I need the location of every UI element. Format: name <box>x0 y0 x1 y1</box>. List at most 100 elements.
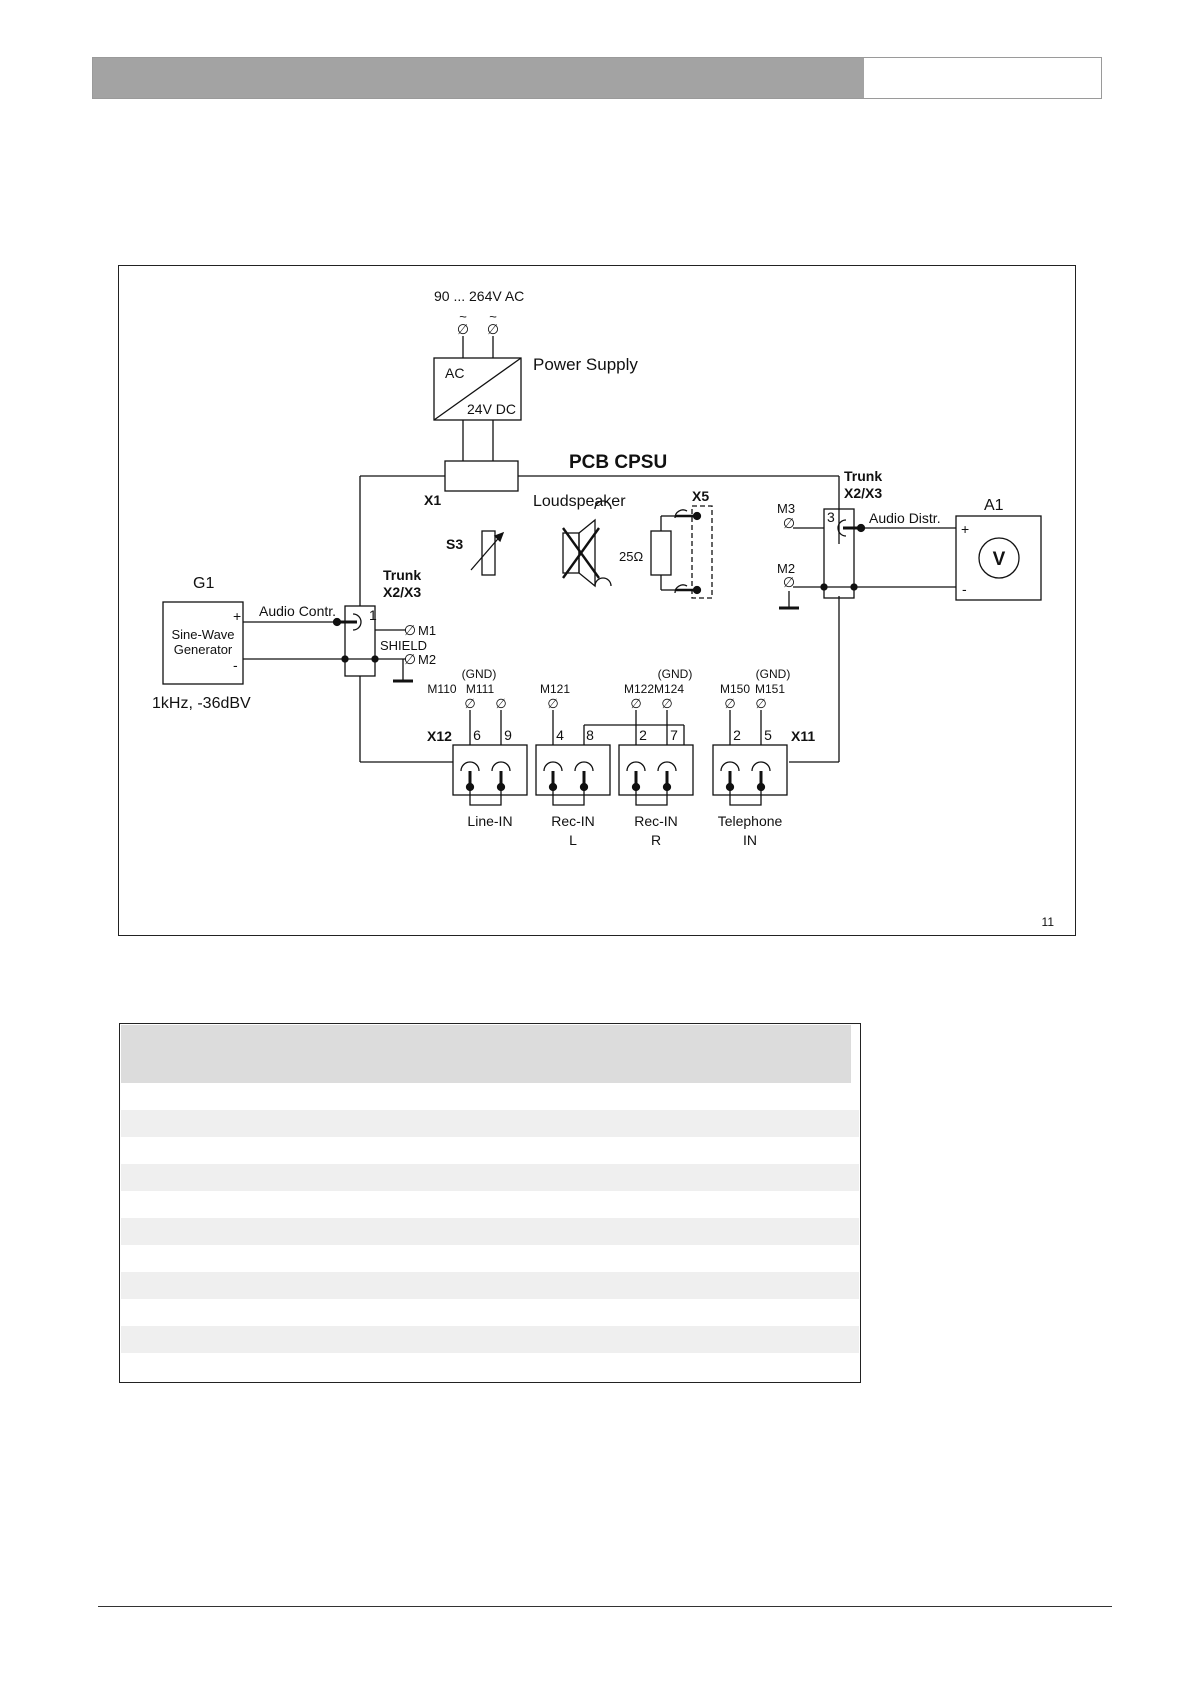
rec-in-l-label: Rec-IN <box>551 813 595 829</box>
table-row <box>121 1326 859 1353</box>
generator-spec: 1kHz, -36dBV <box>152 695 251 712</box>
m151-label: M151 <box>755 682 785 696</box>
m110-point: ∅ <box>464 696 475 711</box>
table-row <box>121 1110 859 1137</box>
voltmeter-box <box>955 515 1042 601</box>
a1-plus: + <box>961 521 969 537</box>
m150-label: M150 <box>720 682 750 696</box>
g1-label: G1 <box>193 575 214 592</box>
a1-minus: - <box>962 581 967 597</box>
m122-label: M122 <box>624 682 654 696</box>
m3-point: ∅ <box>783 515 795 531</box>
x11-label: X11 <box>791 728 815 744</box>
ac-input-label: 90 ... 264V AC <box>434 288 524 304</box>
ac-terminal-right: ∅ <box>487 321 499 337</box>
rec-in-r-connector <box>618 744 694 796</box>
x1-label: X1 <box>424 492 441 508</box>
trunk-left-connector <box>344 605 376 677</box>
ac-label: AC <box>445 365 464 381</box>
table-row <box>121 1353 859 1380</box>
gnd-label-1: (GND) <box>462 667 497 681</box>
trunk-right-line2: X2/X3 <box>844 485 882 501</box>
x12-label: X12 <box>427 728 452 744</box>
m124-point: ∅ <box>661 696 672 711</box>
trunk-left-line2: X2/X3 <box>383 584 421 600</box>
telephone-in-line2: IN <box>743 832 757 848</box>
power-supply-box <box>433 357 522 421</box>
voltmeter-v: V <box>993 549 1006 570</box>
table-row <box>121 1299 859 1326</box>
table-row <box>121 1218 859 1245</box>
g1-minus: - <box>233 657 238 673</box>
m1-point: ∅ <box>404 622 416 638</box>
loudspeaker-label: Loudspeaker <box>533 493 626 510</box>
resistor-25ohm <box>650 530 672 576</box>
voltmeter-symbol <box>978 537 1020 579</box>
m122-point: ∅ <box>630 696 641 711</box>
pin-5: 5 <box>764 727 772 743</box>
m151-point: ∅ <box>755 696 766 711</box>
x1-connector <box>444 460 519 492</box>
line-in-connector <box>452 744 528 796</box>
m2-right-label: M2 <box>777 561 795 576</box>
pin-6: 6 <box>473 727 481 743</box>
pcb-title: PCB CPSU <box>569 452 667 473</box>
line-in-label: Line-IN <box>467 813 512 829</box>
m2-right-point: ∅ <box>783 574 795 590</box>
pin-4: 4 <box>556 727 564 743</box>
rec-in-r-label: Rec-IN <box>634 813 678 829</box>
footer-rule <box>98 1606 1112 1607</box>
g1-plus: + <box>233 608 241 624</box>
shield-label: SHIELD <box>380 638 427 653</box>
header-title-band <box>93 58 864 98</box>
s3-potentiometer <box>481 530 496 576</box>
pin-8: 8 <box>586 727 594 743</box>
telephone-in-connector <box>712 744 788 796</box>
trunk-right-line1: Trunk <box>844 468 882 484</box>
table-row <box>121 1245 859 1272</box>
power-supply-title: Power Supply <box>533 355 638 374</box>
m150-point: ∅ <box>724 696 735 711</box>
pin-2b: 2 <box>733 727 741 743</box>
gnd-label-2: (GND) <box>658 667 693 681</box>
resistor-label: 25Ω <box>619 549 643 564</box>
x5-jumper <box>691 505 713 599</box>
figure-number: 11 <box>1042 915 1055 929</box>
m121-label: M121 <box>540 682 570 696</box>
tilde-right: ~ <box>489 309 497 324</box>
table-row <box>121 1164 859 1191</box>
g1-name-2: Generator <box>174 642 233 657</box>
m124-label: M124 <box>654 682 684 696</box>
gnd-label-3: (GND) <box>756 667 791 681</box>
page-header-bar <box>92 57 1102 99</box>
ac-terminal-left: ∅ <box>457 321 469 337</box>
m111-label: M111 <box>466 682 495 696</box>
tilde-left: ~ <box>459 309 467 324</box>
s3-label: S3 <box>446 536 463 552</box>
trunk-left-line1: Trunk <box>383 567 421 583</box>
a1-label: A1 <box>984 497 1004 514</box>
dc-label: 24V DC <box>467 401 516 417</box>
m121-point: ∅ <box>547 696 558 711</box>
table-row <box>121 1137 859 1164</box>
pin-2a: 2 <box>639 727 647 743</box>
telephone-in-label: Telephone <box>718 813 783 829</box>
pin-7: 7 <box>670 727 678 743</box>
circuit-diagram: 90 ... 264V AC ~ ~ ∅ ∅ AC 24V DC Power S… <box>152 288 1055 929</box>
trunk-right-pin: 3 <box>827 509 835 525</box>
rec-in-l-connector <box>535 744 611 796</box>
input-jacks <box>460 761 771 792</box>
settings-table <box>119 1023 861 1383</box>
table-row <box>121 1272 859 1299</box>
table-row <box>121 1083 859 1110</box>
table-row <box>121 1191 859 1218</box>
sine-wave-generator-box <box>162 601 244 685</box>
m2-left-point: ∅ <box>404 651 416 667</box>
audio-distr-label: Audio Distr. <box>869 510 941 526</box>
circuit-diagram-figure: 90 ... 264V AC ~ ~ ∅ ∅ AC 24V DC Power S… <box>118 265 1076 936</box>
trunk-left-pin: 1 <box>369 607 377 623</box>
rec-in-r-channel: R <box>651 832 661 848</box>
pin-9: 9 <box>504 727 512 743</box>
trunk-right-connector <box>823 508 855 599</box>
x5-label: X5 <box>692 488 709 504</box>
